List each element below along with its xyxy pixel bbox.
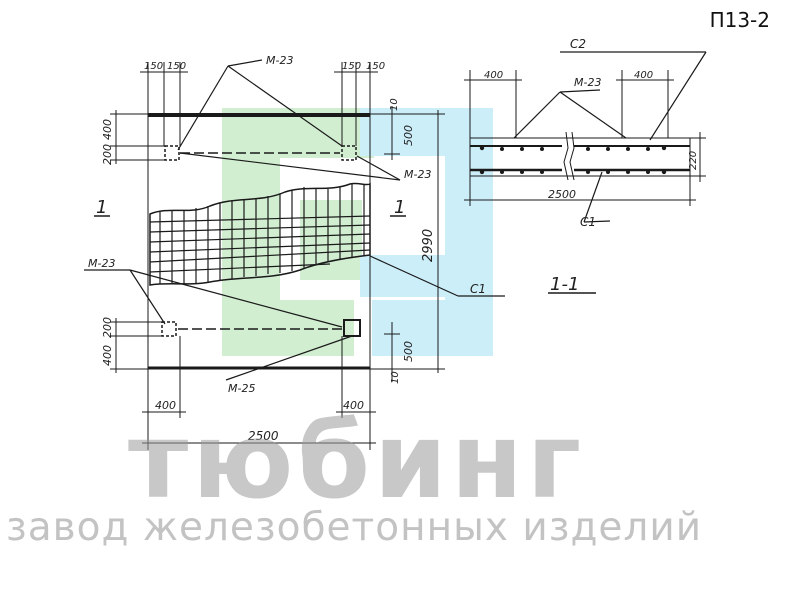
label-m25: М-25	[228, 382, 255, 395]
label-m23-left: М-23	[88, 257, 115, 270]
dim-left-bottom-400: 400	[101, 345, 114, 366]
dim-top-left-2: 150	[167, 61, 186, 72]
section-rebars	[479, 145, 667, 175]
embed-m25	[343, 319, 361, 337]
dim-right-top-500: 500	[402, 125, 415, 146]
dim-section-right-400: 400	[634, 70, 653, 81]
label-c1-section: С1	[580, 215, 596, 229]
dim-bottom-left-400: 400	[155, 399, 176, 412]
dim-top-right-2: 150	[366, 61, 385, 72]
section-view	[464, 51, 707, 294]
section-mark-left: 1	[96, 197, 107, 218]
label-m23-right: М-23	[404, 168, 431, 181]
dim-right-bottom-500: 500	[402, 341, 415, 362]
plan-view	[84, 59, 505, 450]
dim-top-right-1: 150	[342, 61, 361, 72]
label-c2: С2	[570, 37, 586, 51]
dim-height-2990: 2990	[421, 229, 436, 262]
sheet-code: П13-2	[709, 8, 770, 32]
dim-top-left-1: 150	[144, 61, 163, 72]
rebar-mesh	[149, 182, 371, 286]
watermark-tagline: завод железобетонных изделий	[6, 505, 703, 550]
dim-right-top-10: 10	[389, 98, 400, 111]
dim-right-bottom-10: 10	[390, 371, 401, 384]
embed-m23-bottom-left	[161, 321, 177, 337]
section-mark-right: 1	[394, 197, 405, 218]
section-outline	[469, 137, 691, 177]
label-m23-section: М-23	[574, 76, 601, 89]
dim-left-top-400: 400	[101, 119, 114, 140]
dim-left-bottom-200: 200	[101, 317, 114, 338]
label-m23-top: М-23	[266, 54, 293, 67]
dim-section-height-220: 220	[688, 151, 699, 170]
dim-section-length-2500: 2500	[548, 188, 576, 201]
dim-left-top-200: 200	[101, 144, 114, 165]
dim-bottom-right-400: 400	[343, 399, 364, 412]
label-c1-plan: С1	[470, 282, 486, 296]
dim-section-left-400: 400	[484, 70, 503, 81]
embed-m23-top-right	[341, 145, 357, 161]
embed-m23-top-left	[164, 145, 180, 161]
watermark-brand: тюбинг	[128, 400, 586, 522]
section-title: 1-1	[550, 274, 579, 295]
dim-width-2500: 2500	[248, 429, 279, 443]
